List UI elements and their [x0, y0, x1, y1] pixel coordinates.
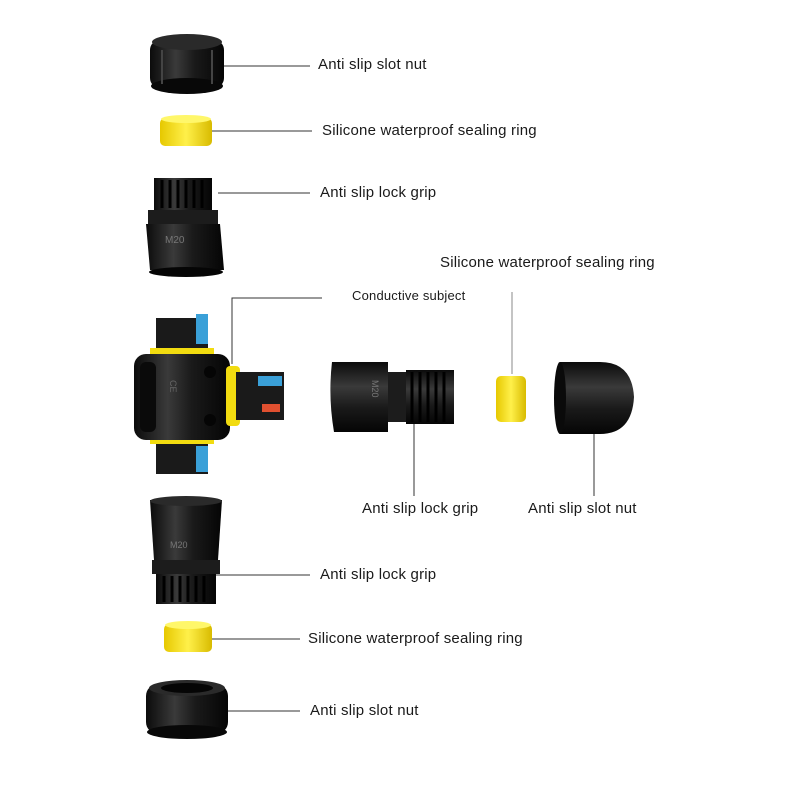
label-nut-bottom: Anti slip slot nut	[310, 702, 419, 719]
label-ring-top: Silicone waterproof sealing ring	[322, 122, 537, 139]
top-slot-nut	[150, 34, 224, 94]
label-nut-right: Anti slip slot nut	[528, 500, 637, 517]
leader-line	[232, 298, 322, 364]
label-grip-right: Anti slip lock grip	[362, 500, 478, 517]
top-sealing-ring	[160, 115, 212, 146]
label-nut-top: Anti slip slot nut	[318, 56, 427, 73]
grip-size-marking: M20	[165, 235, 185, 246]
grip-size-marking: M20	[170, 540, 188, 550]
svg-text:CE: CE	[168, 380, 178, 393]
label-ring-right: Silicone waterproof sealing ring	[440, 254, 655, 271]
label-conductive: Conductive subject	[352, 288, 465, 303]
t-connector-body: CE	[134, 314, 284, 474]
bottom-sealing-ring	[164, 621, 212, 652]
bottom-slot-nut	[146, 680, 228, 739]
label-grip-top: Anti slip lock grip	[320, 184, 436, 201]
label-ring-bottom: Silicone waterproof sealing ring	[308, 630, 523, 647]
top-lock-grip: M20	[146, 178, 224, 277]
label-grip-bottom: Anti slip lock grip	[320, 566, 436, 583]
bottom-lock-grip: M20	[150, 496, 222, 604]
right-slot-nut	[554, 362, 634, 434]
grip-size-marking: M20	[370, 380, 380, 398]
right-lock-grip: M20	[330, 362, 454, 432]
right-sealing-ring	[496, 376, 526, 422]
